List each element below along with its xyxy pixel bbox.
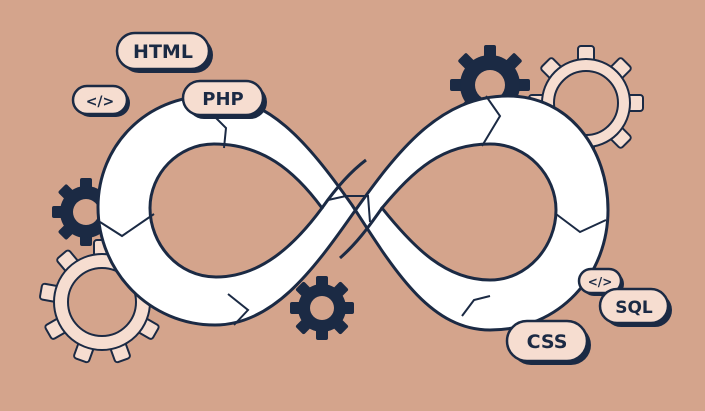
html-label: HTML: [115, 31, 213, 73]
html-label-text: HTML: [133, 41, 193, 63]
code-tag-left: </>: [71, 84, 130, 117]
gear-icon: [290, 276, 354, 340]
sql-label-text: SQL: [615, 298, 653, 318]
sql-label: SQL: [598, 287, 672, 327]
php-label: PHP: [181, 79, 267, 119]
infinity-loop-icon: [96, 94, 610, 332]
css-label: CSS: [505, 319, 591, 365]
code-tag-right-text: </>: [588, 275, 613, 289]
php-label-text: PHP: [202, 89, 243, 110]
code-tag-left-text: </>: [86, 94, 115, 110]
css-label-text: CSS: [527, 331, 568, 353]
